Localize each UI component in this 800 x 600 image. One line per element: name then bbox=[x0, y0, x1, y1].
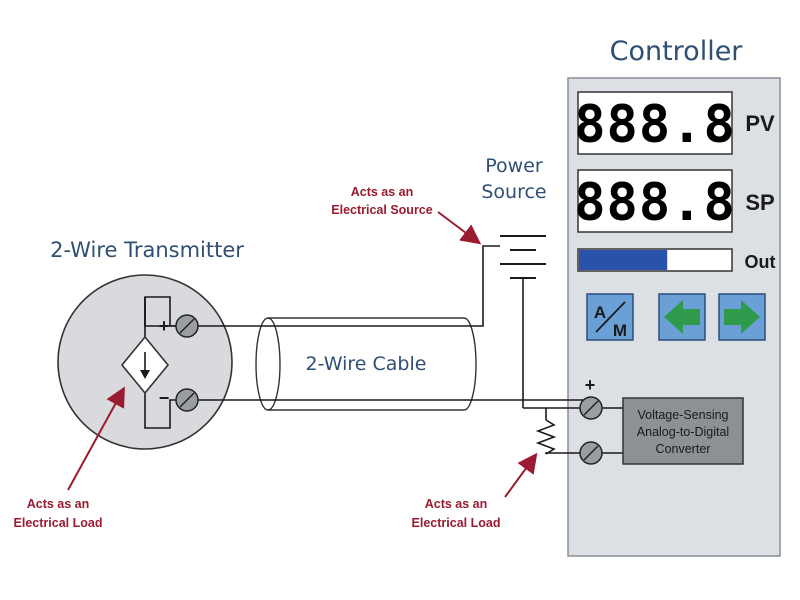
battery-symbol bbox=[500, 235, 546, 279]
arrow-left-icon bbox=[664, 300, 700, 334]
transmitter-note-arrow bbox=[67, 386, 125, 491]
resistor-lead-bottom bbox=[545, 452, 589, 454]
resistor-note-line-1: Acts as an bbox=[425, 497, 488, 511]
transmitter-plus-sign: + bbox=[159, 316, 170, 336]
increase-button[interactable] bbox=[718, 293, 766, 341]
transmitter-note-line-1: Acts as an bbox=[27, 497, 90, 511]
source-note-line-1: Acts as an bbox=[351, 185, 414, 199]
pv-label: PV bbox=[745, 111, 775, 136]
sp-label: SP bbox=[745, 190, 774, 215]
cable-label: 2-Wire Cable bbox=[306, 353, 427, 375]
power-source-title-line-1: Power bbox=[485, 155, 543, 177]
pv-display-value: 888.8 bbox=[574, 95, 736, 155]
transmitter-terminal-plus bbox=[175, 314, 199, 338]
source-note-line-2: Electrical Source bbox=[331, 203, 432, 217]
auto-manual-button[interactable]: A M bbox=[586, 293, 634, 341]
sp-display bbox=[577, 169, 733, 233]
pv-display bbox=[577, 91, 733, 155]
controller-plus-sign: + bbox=[585, 375, 596, 395]
converter-box bbox=[622, 397, 744, 465]
controller-title: Controller bbox=[610, 36, 744, 67]
wire-positive-to-source bbox=[198, 245, 500, 327]
transmitter-internal-bottom bbox=[144, 393, 185, 429]
am-button-m: M bbox=[613, 321, 627, 340]
power-source-title-line-2: Source bbox=[481, 181, 546, 203]
transmitter-minus-sign: − bbox=[159, 388, 170, 408]
transmitter-internal-top bbox=[144, 296, 185, 337]
arrow-right-icon bbox=[724, 300, 760, 334]
transmitter-terminal-minus bbox=[175, 388, 199, 412]
resistor-note-line-2: Electrical Load bbox=[412, 516, 501, 530]
am-button-a: A bbox=[594, 303, 606, 322]
decrease-button[interactable] bbox=[658, 293, 706, 341]
converter-label-line-2: Analog-to-Digital bbox=[637, 425, 729, 439]
resistor-symbol bbox=[535, 419, 557, 455]
current-arrow-icon bbox=[140, 370, 150, 379]
transmitter-title: 2-Wire Transmitter bbox=[50, 238, 244, 262]
controller-terminal-minus bbox=[579, 441, 603, 465]
controller-terminal-plus bbox=[579, 396, 603, 420]
resistor-note-arrow bbox=[504, 452, 538, 498]
converter-label-line-1: Voltage-Sensing bbox=[637, 408, 728, 422]
source-note-arrow bbox=[437, 211, 482, 245]
two-wire-cable bbox=[255, 317, 477, 411]
transmitter-note-line-2: Electrical Load bbox=[14, 516, 103, 530]
out-label: Out bbox=[745, 252, 776, 272]
converter-label-line-3: Converter bbox=[656, 442, 711, 456]
output-bar-fill bbox=[579, 250, 668, 270]
sp-display-value: 888.8 bbox=[574, 173, 736, 233]
